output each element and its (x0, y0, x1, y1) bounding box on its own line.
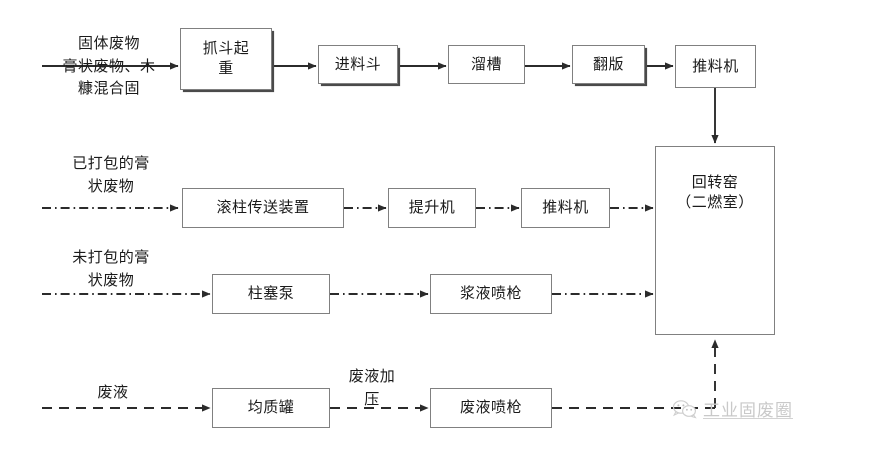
node-roller-conveyor[interactable]: 滚柱传送装置 (182, 188, 344, 228)
node-chute[interactable]: 溜槽 (448, 45, 525, 84)
node-slurry-spray-gun[interactable]: 浆液喷枪 (430, 274, 552, 314)
node-rotary-kiln[interactable]: 回转窑 （二燃室） (655, 146, 775, 335)
node-waste-liquid-spray-gun[interactable]: 废液喷枪 (430, 388, 552, 428)
watermark-text: 工业固废圈 (703, 401, 793, 421)
wechat-icon (672, 399, 698, 419)
node-elevator[interactable]: 提升机 (388, 188, 476, 228)
mid-label-waste-liquid-pressurize: 废液加 压 (348, 367, 396, 408)
input-label-packed-paste: 已打包的膏 状废物 (72, 154, 150, 195)
node-tipper[interactable]: 翻版 (572, 45, 645, 84)
node-homogenizing-tank[interactable]: 均质罐 (212, 388, 330, 428)
node-pusher-mid[interactable]: 推料机 (521, 188, 610, 228)
node-grab-crane[interactable]: 抓斗起 重 (180, 28, 272, 90)
watermark: 工业固废圈 (672, 396, 793, 421)
node-plunger-pump[interactable]: 柱塞泵 (212, 274, 330, 314)
node-feed-hopper[interactable]: 进料斗 (318, 45, 398, 84)
input-label-unpacked-paste: 未打包的膏 状废物 (72, 248, 150, 289)
node-pusher-top[interactable]: 推料机 (675, 45, 756, 88)
input-label-waste-liquid: 废液 (97, 383, 129, 401)
input-label-solid-waste: 固体废物 膏状废物、木 糠混合固 (62, 34, 156, 97)
